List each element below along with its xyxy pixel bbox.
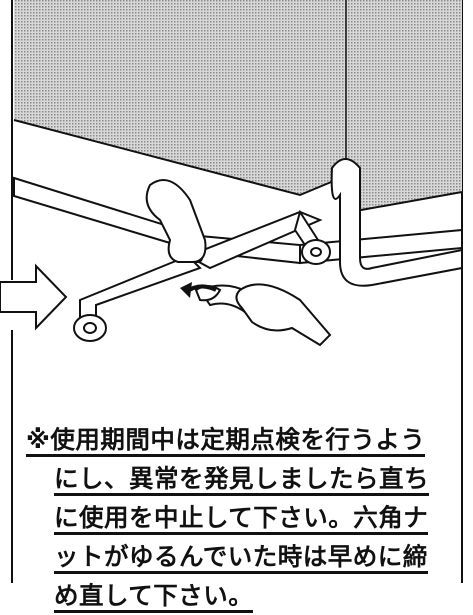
notice-line-2: にし、異常を発見しましたら直ち bbox=[54, 464, 429, 496]
arrow-right-icon bbox=[0, 263, 68, 331]
notice-line-1: ※使用期間中は定期点検を行うよう bbox=[26, 425, 426, 457]
hand-with-wrench bbox=[194, 283, 332, 347]
notice-line-3: に使用を中止して下さい。六角ナ bbox=[54, 503, 429, 535]
hand-holding-leg bbox=[145, 179, 207, 263]
rotate-arrow-icon bbox=[180, 282, 217, 298]
partition-panel bbox=[13, 0, 463, 213]
notice-line-5: め直して下さい。 bbox=[54, 581, 254, 613]
notice-line-4: ットがゆるんでいた時は早めに締 bbox=[54, 542, 428, 574]
instruction-illustration bbox=[0, 0, 463, 583]
caster-leg bbox=[73, 209, 331, 342]
maintenance-notice: ※使用期間中は定期点検を行うよう にし、異常を発見しましたら直ち に使用を中止し… bbox=[26, 420, 446, 615]
